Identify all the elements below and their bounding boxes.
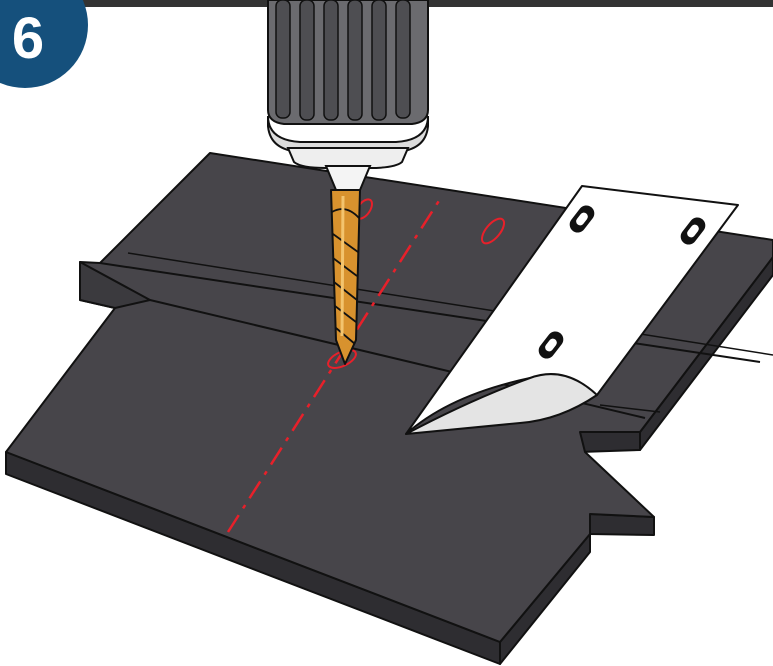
step-number: 6 [11,6,45,71]
mounting-template-icon [405,185,739,435]
template-peeled-corner [405,373,598,435]
board-groove-line [99,262,761,363]
board-groove-line [599,404,661,413]
power-drill-icon [267,0,429,365]
board-left-notch [79,261,151,309]
drill-bit-flutes [331,208,360,345]
hole-marking-drill [327,349,357,369]
template-slot [569,205,595,233]
drill-chuck-ribs [275,0,411,121]
template-slot [680,217,706,245]
center-marking-line [226,195,444,533]
drill-bit-icon [330,189,361,365]
hole-marking-right [480,217,506,245]
board-groove-line [127,252,773,356]
drill-collar [267,115,429,153]
board-shoulder-edge [579,431,641,453]
template-slot [538,331,564,359]
drill-bit-shine [340,195,345,337]
